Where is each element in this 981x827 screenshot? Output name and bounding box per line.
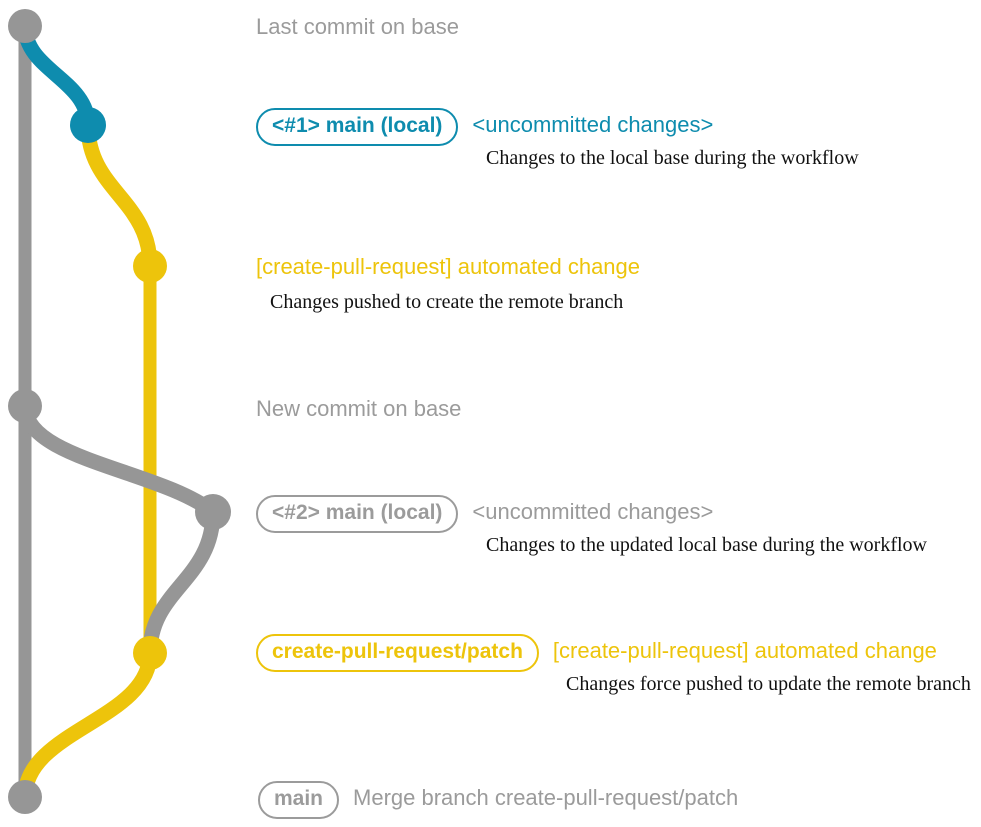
commit-node-main-local-2[interactable] bbox=[195, 494, 231, 530]
commit-subject-new-commit-on-base: New commit on base bbox=[256, 396, 462, 421]
commit-node-new-commit-on-base[interactable] bbox=[8, 389, 42, 423]
commit-subject-uncommitted-1: <uncommitted changes> bbox=[472, 112, 714, 137]
branch-pill-main[interactable]: main bbox=[258, 781, 340, 819]
commit-note-force-pushed: Changes force pushed to update the remot… bbox=[566, 673, 971, 695]
commit-note-local-changes-2: Changes to the updated local base during… bbox=[486, 534, 927, 556]
commit-row-main-local-1: <#1> main (local) <uncommitted changes> bbox=[256, 108, 713, 146]
commit-subject-uncommitted-2: <uncommitted changes> bbox=[472, 499, 714, 524]
commit-subject-automated-change-2: [create-pull-request] automated change bbox=[552, 638, 937, 663]
edge-remote-2-to-merge bbox=[17, 645, 158, 805]
edge-local-2-to-remote-2 bbox=[142, 504, 221, 661]
branch-pill-create-pull-request-patch[interactable]: create-pull-request/patch bbox=[256, 634, 539, 672]
commit-note-local-changes-1: Changes to the local base during the wor… bbox=[486, 147, 859, 169]
branch-pill-main-local-2[interactable]: <#2> main (local) bbox=[256, 495, 459, 533]
commit-row-automated-change-2: create-pull-request/patch [create-pull-r… bbox=[256, 634, 937, 672]
commit-subject-automated-change-1: [create-pull-request] automated change bbox=[256, 254, 641, 279]
commit-subject-merge: Merge branch create-pull-request/patch bbox=[353, 785, 739, 810]
commit-note-pushed-create: Changes pushed to create the remote bran… bbox=[270, 291, 624, 313]
commit-row-new-commit-on-base: New commit on base bbox=[256, 396, 461, 422]
commit-row-last-commit-on-base: Last commit on base bbox=[256, 14, 459, 40]
commit-row-main-local-2: <#2> main (local) <uncommitted changes> bbox=[256, 495, 713, 533]
branch-pill-main-local-1[interactable]: <#1> main (local) bbox=[256, 108, 459, 146]
commit-node-automated-change-2[interactable] bbox=[133, 636, 167, 670]
edge-local-1-to-remote-1 bbox=[80, 117, 158, 274]
commit-node-main-local-1[interactable] bbox=[70, 107, 106, 143]
commit-node-automated-change-1[interactable] bbox=[133, 249, 167, 283]
commit-row-merge: main Merge branch create-pull-request/pa… bbox=[258, 781, 738, 819]
commit-node-last-commit-on-base[interactable] bbox=[8, 9, 42, 43]
commit-row-automated-change-1: [create-pull-request] automated change bbox=[256, 254, 640, 280]
commit-subject-last-commit-on-base: Last commit on base bbox=[256, 14, 459, 39]
edge-base-to-local-2 bbox=[17, 398, 221, 520]
commit-node-merge[interactable] bbox=[8, 780, 42, 814]
